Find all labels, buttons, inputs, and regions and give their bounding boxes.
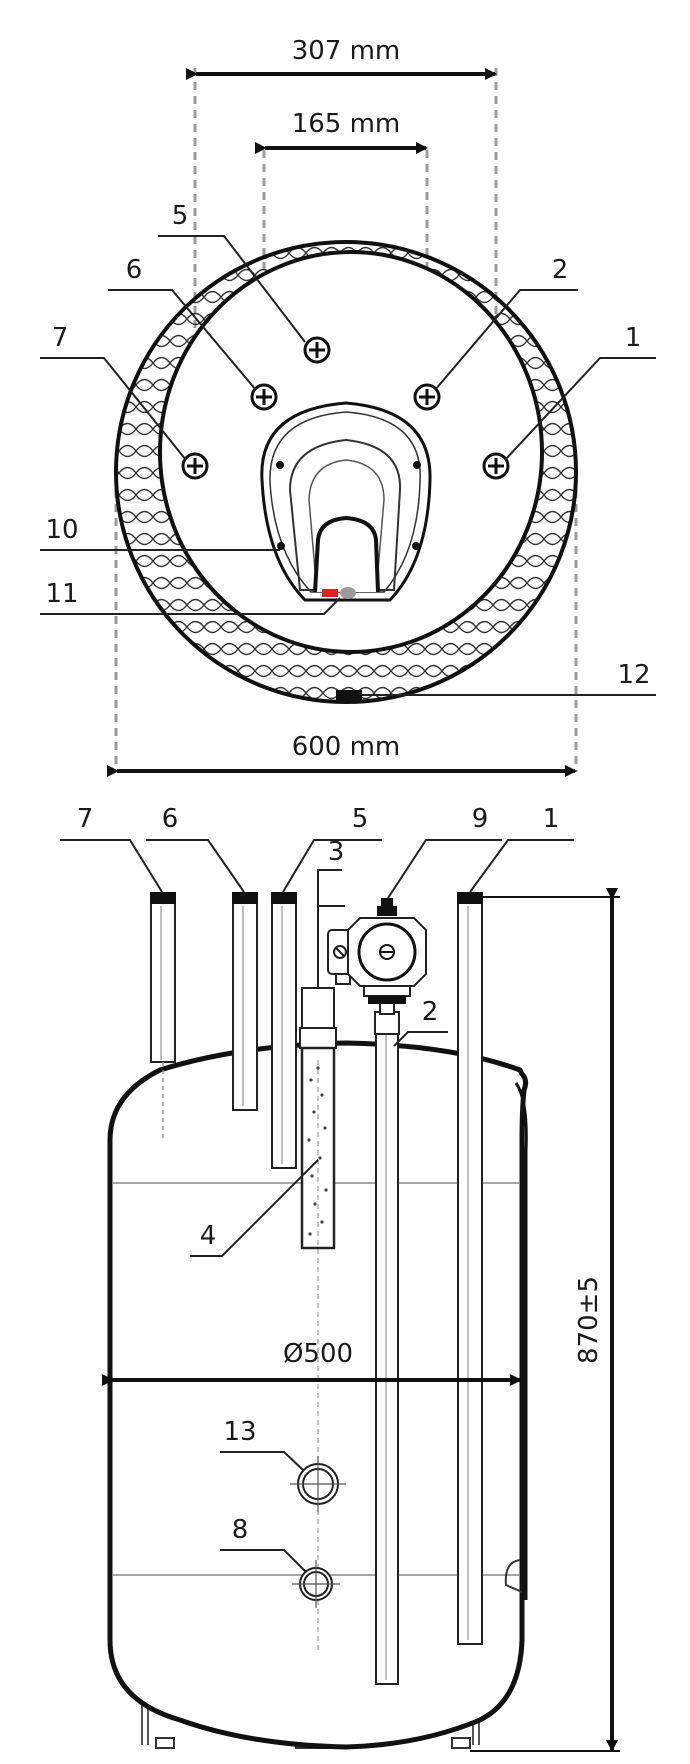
grey-indicator xyxy=(340,587,356,599)
pipe-5 xyxy=(271,892,297,1169)
red-indicator xyxy=(322,589,338,597)
top-view: 307 mm 165 mm xyxy=(40,36,656,777)
dim-label-height: 870±5 xyxy=(574,1276,604,1364)
pump-9 xyxy=(327,898,427,1004)
label-top-2: 2 xyxy=(552,255,569,285)
label-side-5: 5 xyxy=(352,804,369,834)
label-side-6: 6 xyxy=(162,804,179,834)
side-view: 7 6 5 9 1 3 2 4 13 8 Ø500 870±5 xyxy=(60,804,620,1752)
label-side-8: 8 xyxy=(232,1515,249,1545)
flange-opening xyxy=(260,401,432,602)
label-top-10: 10 xyxy=(45,515,78,545)
pipe-7 xyxy=(150,892,176,1140)
dim-label-165: 165 mm xyxy=(292,109,401,139)
label-side-7: 7 xyxy=(77,804,94,834)
label-side-13: 13 xyxy=(223,1417,256,1447)
flange-bolt xyxy=(276,461,284,469)
nozzle-13 xyxy=(290,1456,346,1512)
flange-bolt xyxy=(277,542,285,550)
port-5 xyxy=(303,336,331,364)
label-side-3: 3 xyxy=(328,837,345,867)
label-top-12: 12 xyxy=(617,660,650,690)
dim-label-600: 600 mm xyxy=(292,732,401,762)
port-6 xyxy=(250,383,278,411)
dim-label-307: 307 mm xyxy=(292,36,401,66)
port-2 xyxy=(413,383,441,411)
pipe-6 xyxy=(232,892,258,1111)
element-speckle xyxy=(307,1066,328,1236)
label-top-7: 7 xyxy=(52,323,69,353)
label-top-1: 1 xyxy=(625,323,642,353)
label-side-1: 1 xyxy=(543,804,560,834)
tank-bracket xyxy=(504,1559,523,1593)
flange-bolt xyxy=(412,542,420,550)
label-top-5: 5 xyxy=(172,201,189,231)
tank-side-weld xyxy=(514,1082,528,1600)
label-top-6: 6 xyxy=(126,255,143,285)
port-7 xyxy=(181,452,209,480)
leaders-top xyxy=(40,235,656,700)
label-side-2: 2 xyxy=(422,997,439,1027)
element-3-4 xyxy=(299,905,345,1650)
flange-bolt xyxy=(413,461,421,469)
nozzle-8 xyxy=(292,1560,340,1608)
outer-shell xyxy=(114,240,578,704)
label-side-4: 4 xyxy=(200,1221,217,1251)
label-side-9: 9 xyxy=(472,804,489,834)
pipe-1 xyxy=(457,892,483,1645)
dim-label-diameter: Ø500 xyxy=(283,1339,353,1369)
leaders-side xyxy=(60,839,574,1583)
drain-plug xyxy=(336,690,362,700)
port-1 xyxy=(482,452,510,480)
label-top-11: 11 xyxy=(45,579,78,609)
pipe-2 xyxy=(374,999,400,1685)
